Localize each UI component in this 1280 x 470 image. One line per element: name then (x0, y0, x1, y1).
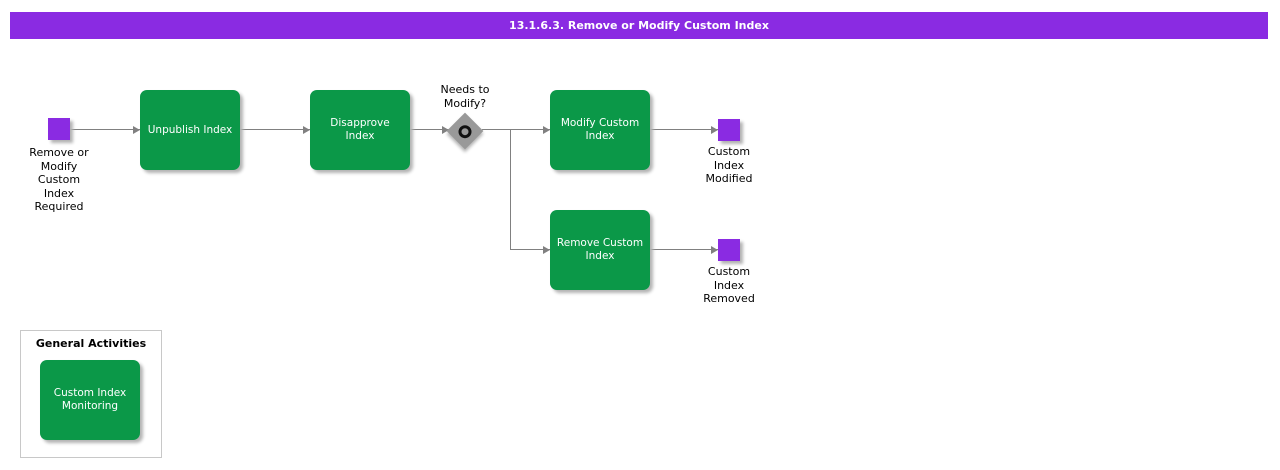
edge-branch-vertical (510, 129, 511, 250)
edge-branch-to-remove (510, 249, 550, 250)
arrowhead-icon (303, 126, 310, 134)
gateway-circle-icon (455, 121, 475, 141)
activity-remove-custom-index[interactable]: Remove Custom Index (550, 210, 650, 290)
arrowhead-icon (442, 126, 449, 134)
start-event-square (48, 118, 70, 140)
arrowhead-icon (543, 246, 550, 254)
arrowhead-icon (543, 126, 550, 134)
activity-unpublish-index[interactable]: Unpublish Index (140, 90, 240, 170)
arrowhead-icon (133, 126, 140, 134)
gateway-label: Needs to Modify? (440, 83, 490, 110)
arrowhead-icon (711, 246, 718, 254)
diagram-title-bar: 13.1.6.3. Remove or Modify Custom Index (10, 12, 1268, 39)
edge-disapprove-to-gateway (410, 129, 449, 130)
end-event-removed-square (718, 239, 740, 261)
general-activities-title: General Activities (35, 337, 147, 350)
edge-start-to-unpublish (70, 129, 140, 130)
general-activities-panel: General Activities Custom Index Monitori… (20, 330, 162, 458)
activity-disapprove-index[interactable]: Disapprove Index (310, 90, 410, 170)
end-event-modified-label: Custom Index Modified (705, 145, 753, 185)
edge-remove-to-end (650, 249, 718, 250)
arrowhead-icon (711, 126, 718, 134)
start-event-label: Remove or Modify Custom Index Required (29, 146, 89, 213)
gateway-needs-to-modify (446, 112, 484, 150)
edge-modify-to-end (650, 129, 718, 130)
edge-unpublish-to-disapprove (240, 129, 310, 130)
end-event-modified-square (718, 119, 740, 141)
diagram-title: 13.1.6.3. Remove or Modify Custom Index (509, 19, 769, 32)
end-event-removed-label: Custom Index Removed (703, 265, 755, 305)
activity-custom-index-monitoring[interactable]: Custom Index Monitoring (40, 360, 140, 440)
activity-modify-custom-index[interactable]: Modify Custom Index (550, 90, 650, 170)
edge-gateway-to-modify (482, 129, 550, 130)
